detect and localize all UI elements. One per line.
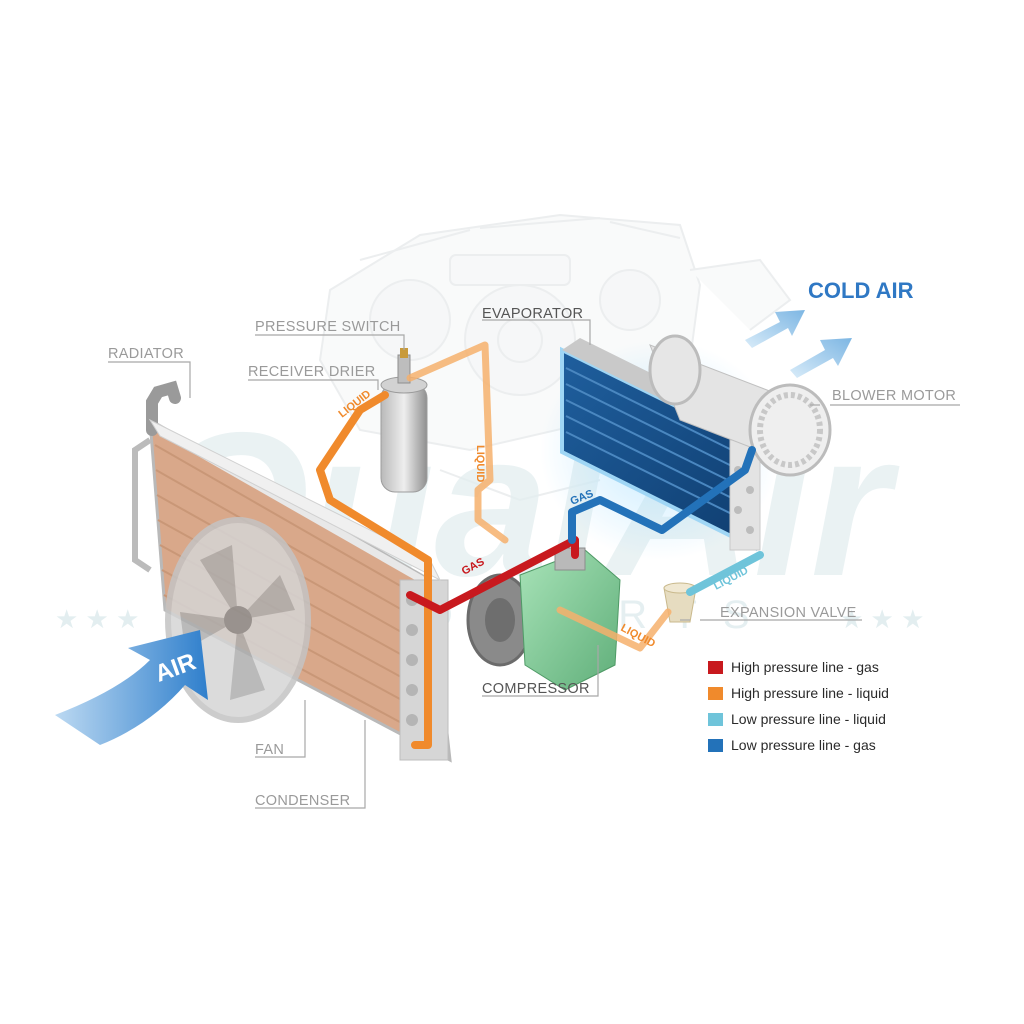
svg-text:★ ★ ★: ★ ★ ★ xyxy=(55,604,139,634)
watermark-stars: ★ ★ ★ ★ ★ ★ xyxy=(55,604,924,634)
label-fan: FAN xyxy=(255,742,284,758)
fan xyxy=(165,517,311,723)
legend-swatch xyxy=(708,712,723,726)
legend-label: Low pressure line - gas xyxy=(731,737,876,753)
callout-leaders xyxy=(108,319,960,809)
legend-item: High pressure line - liquid xyxy=(708,680,928,706)
label-expansion-valve: EXPANSION VALVE xyxy=(720,605,857,621)
legend-label: Low pressure line - liquid xyxy=(731,711,886,727)
flow-tag-liquid-vertical: LIQUID xyxy=(474,445,486,482)
label-compressor: COMPRESSOR xyxy=(482,681,590,697)
legend-swatch xyxy=(708,686,723,700)
legend-label: High pressure line - gas xyxy=(731,659,879,675)
low-gas-line xyxy=(568,446,756,544)
label-blower-motor: BLOWER MOTOR xyxy=(832,388,956,404)
legend-swatch xyxy=(708,660,723,674)
cold-air-arrows xyxy=(745,310,852,378)
label-pressure-switch: PRESSURE SWITCH xyxy=(255,319,401,335)
legend-swatch xyxy=(708,738,723,752)
label-cold-air: COLD AIR xyxy=(808,278,914,303)
air-arrow: AIR xyxy=(55,630,208,745)
high-liquid-line xyxy=(316,391,432,749)
legend-item: Low pressure line - gas xyxy=(708,732,928,758)
legend-item: High pressure line - gas xyxy=(708,654,928,680)
label-condenser: CONDENSER xyxy=(255,793,350,809)
low-liquid-line xyxy=(686,551,764,596)
label-evaporator: EVAPORATOR xyxy=(482,306,583,322)
refrigerant-lines xyxy=(316,341,764,749)
high-liquid-line-2 xyxy=(406,341,509,544)
label-receiver-drier: RECEIVER DRIER xyxy=(248,364,375,380)
high-gas-line xyxy=(406,536,579,614)
legend-item: Low pressure line - liquid xyxy=(708,706,928,732)
svg-text:★ ★ ★: ★ ★ ★ xyxy=(840,604,924,634)
high-liquid-line-3 xyxy=(556,606,672,652)
radiator xyxy=(146,380,442,582)
receiver-drier xyxy=(380,348,428,493)
compressor xyxy=(466,547,621,691)
blower-motor xyxy=(648,334,832,477)
label-radiator: RADIATOR xyxy=(108,346,184,362)
legend-label: High pressure line - liquid xyxy=(731,685,889,701)
